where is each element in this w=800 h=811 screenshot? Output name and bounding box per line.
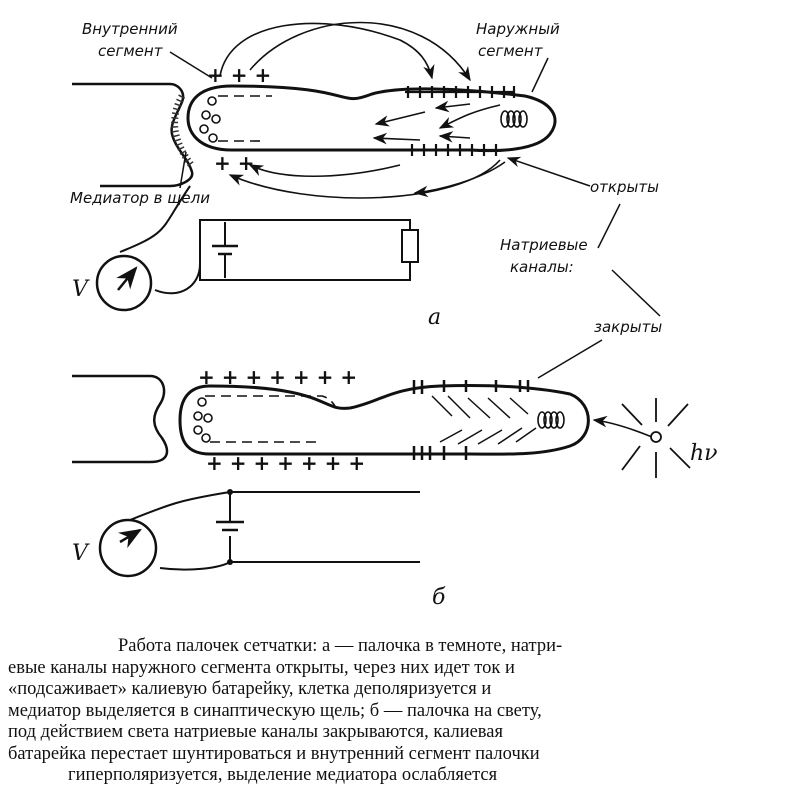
- label-sodium-channels-1: Натриевые: [500, 236, 588, 254]
- figure-caption: Работа палочек сетчатки: а — палочка в т…: [8, 636, 792, 787]
- plus-signs-b-top: + + + + + + +: [198, 365, 357, 389]
- circuit-b: [129, 491, 420, 571]
- label-mediator: Медиатор в щели: [70, 189, 210, 207]
- junction-b-bottom: [227, 559, 233, 565]
- label-inner-segment-2: сегмент: [98, 42, 164, 60]
- panel-label-a: а: [428, 305, 441, 330]
- caption-line-5: под действием света натриевые каналы зак…: [8, 722, 504, 742]
- voltmeter-a: V: [72, 254, 153, 312]
- panel-label-b: б: [432, 585, 446, 610]
- photon-label: hν: [690, 441, 718, 466]
- caption-line-7: гиперполяризуется, выделение медиатора о…: [68, 765, 498, 785]
- voltmeter-label-b: V: [72, 541, 90, 566]
- caption-line-4: медиатор выделяется в синаптическую щель…: [8, 700, 542, 721]
- caption-line-6: батарейка перестает шунтироваться и внут…: [8, 743, 540, 764]
- resistor: [401, 229, 419, 263]
- light-rays-inside: [431, 395, 537, 445]
- vesicles-a: [199, 96, 221, 143]
- label-open: открыты: [590, 178, 659, 196]
- light-source-icon: [621, 398, 691, 478]
- junction-b-top: [227, 489, 233, 495]
- plus-signs-a-bottom: + +: [214, 151, 254, 175]
- internal-current-arrows: [372, 100, 501, 145]
- voltmeter-b: V: [72, 518, 158, 578]
- inner-minus-line-b-top: [205, 395, 337, 409]
- open-channels-a-top: [405, 86, 516, 98]
- closed-channels-b-bottom: [412, 446, 468, 460]
- label-sodium-channels-2: каналы:: [510, 258, 574, 276]
- external-current-arrows: [219, 21, 506, 199]
- label-inner-segment-1: Внутренний: [82, 20, 178, 38]
- vesicles-b: [193, 397, 213, 443]
- caption-line-1: Работа палочек сетчатки: а — палочка в т…: [118, 636, 563, 656]
- synaptic-terminal-b: [72, 374, 169, 464]
- photon-arrow: [592, 415, 653, 438]
- rod-cell-b: [178, 383, 590, 456]
- synaptic-terminal-a: [72, 82, 194, 188]
- rod-cell-a: [186, 84, 557, 153]
- panel-a-dark: + + + + + V а: [72, 21, 557, 330]
- label-outer-segment-1: Наружный: [476, 20, 560, 38]
- panel-b-light: hν + + + + + + + + + + + + + + V б: [72, 365, 718, 610]
- disks-a: [500, 110, 528, 128]
- label-closed: закрыты: [594, 318, 662, 336]
- labels-panel-a: Внутренний сегмент Наружный сегмент Меди…: [70, 20, 662, 379]
- plus-signs-a-top: + + +: [207, 63, 271, 87]
- voltmeter-label-a: V: [72, 277, 90, 302]
- open-channels-a-bottom: [410, 144, 505, 156]
- closed-channels-b-top: [412, 380, 530, 394]
- plus-signs-b-bottom: + + + + + + +: [206, 451, 365, 475]
- caption-line-2: евые каналы наружного сегмента открыты, …: [8, 657, 515, 678]
- caption-line-3: «подсаживает» калиевую батарейку, клетка…: [8, 679, 492, 699]
- disks-b: [537, 411, 565, 429]
- label-outer-segment-2: сегмент: [478, 42, 544, 60]
